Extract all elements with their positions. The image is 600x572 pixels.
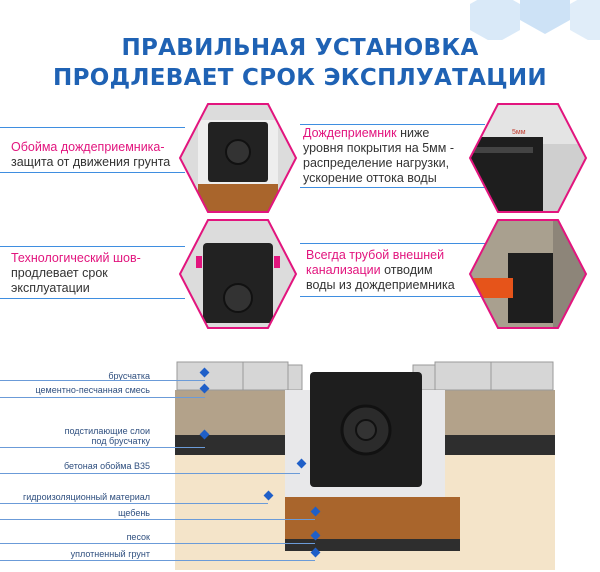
feature-line-4 [300,243,485,244]
legend-soil: уплотненный грунт [70,549,150,559]
legend-line [0,503,268,504]
legend-line [0,397,205,398]
feature-text-4: Всегда трубой внешней канализации отводи… [306,248,455,292]
legend-paver: брусчатка [108,371,150,381]
hex-image-joint [178,103,298,213]
title-line-2: ПРОДЛЕВАЕТ СРОК ЭКСПЛУАТАЦИИ [53,65,547,91]
legend-waterproofing: гидроизоляционный материал [23,492,150,502]
feature-text-3: Технологический шов- продлевает срок экс… [11,251,141,295]
feature-text-2: Дождеприемник ниже уровня покрытия на 5м… [303,126,454,185]
hexagon-decoration [470,0,600,40]
legend-line [0,543,315,544]
feature-line-3b [0,298,185,299]
hex-image-pipe [468,219,588,329]
legend-underlayers-2: под брусчатку [91,436,150,446]
legend-sand: песок [126,532,150,542]
feature-text-1: Обойма дождеприемника- защита от движени… [11,140,171,169]
legend-line [0,447,205,448]
legend-gravel: щебень [118,508,150,518]
hex-image-seam [178,219,298,329]
feature-line-1b [0,172,185,173]
legend-concrete: бетоная обойма В35 [63,461,150,471]
mm-label: 5мм [512,129,526,136]
feature-line-2 [300,124,485,125]
legend-cement-sand: цементно-песчанная смесь [35,385,151,395]
feature-line-1 [0,127,185,128]
feature-line-2b [300,187,485,188]
title-line-1: ПРАВИЛЬНАЯ УСТАНОВКА [121,35,479,61]
legend-line [0,380,205,381]
cross-section-diagram [175,361,555,570]
feature-line-4b [300,296,485,297]
legend-line [0,473,300,474]
hex-image-level [468,103,588,213]
legend-line [0,560,315,561]
feature-line-3 [0,246,185,247]
legend-line [0,519,315,520]
legend-underlayers-1: подстилающие слои [64,426,150,436]
